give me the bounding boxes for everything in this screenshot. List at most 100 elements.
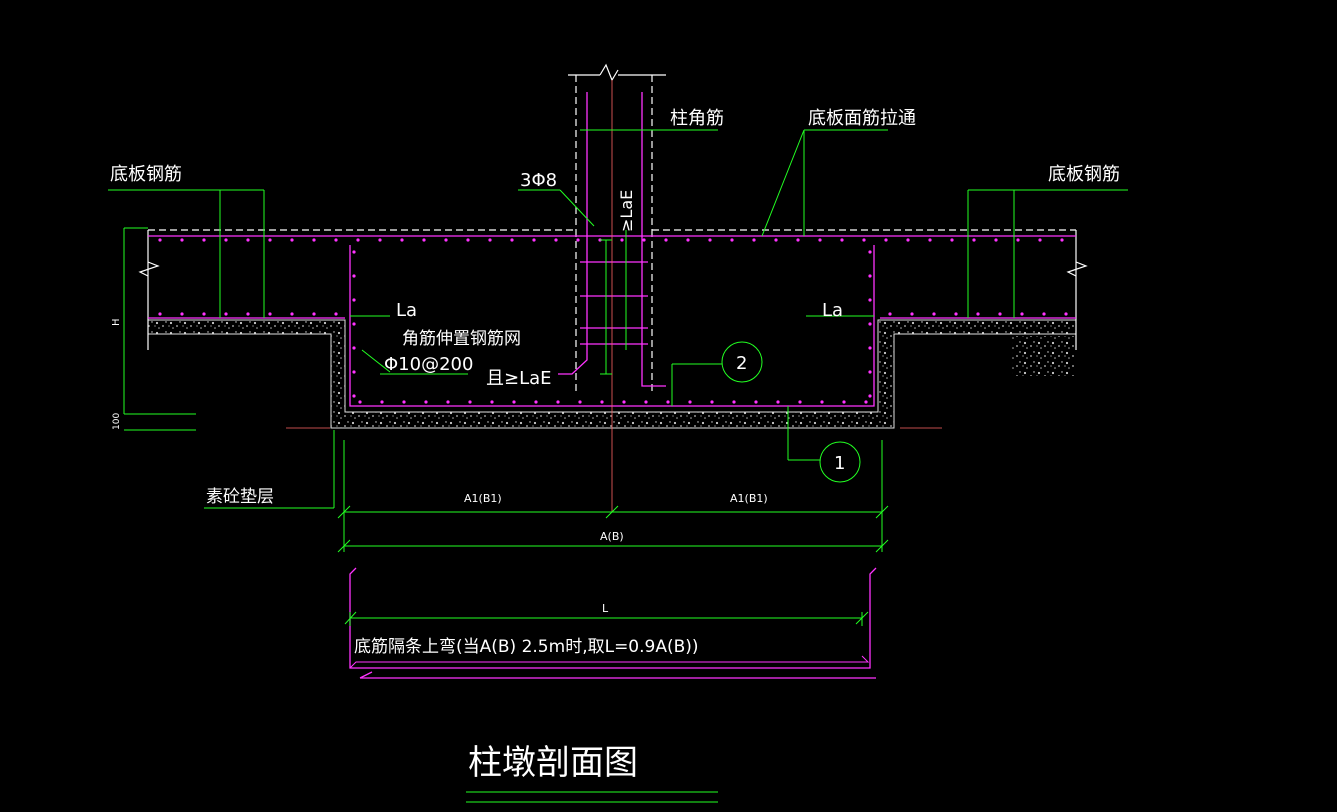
rebar-dot — [1064, 312, 1068, 316]
rebar-dot — [246, 238, 250, 242]
rebar-dot — [950, 238, 954, 242]
label-corner-mesh: 角筋伸置钢筋网 — [402, 329, 521, 349]
label-bottom-note: 底筋隔条上弯(当A(B) 2.5m时,取L=0.9A(B)) — [354, 637, 699, 657]
rebar-dot — [710, 400, 714, 404]
label-bottom-rebar-left: 底板钢筋 — [110, 164, 182, 185]
label-la-right: La — [822, 300, 843, 321]
rebar-dot — [402, 400, 406, 404]
rebar-dot — [380, 400, 384, 404]
rebar-dot — [642, 238, 646, 242]
rebar-dot — [752, 238, 756, 242]
rebar-dot — [868, 322, 872, 326]
rebar-dot — [334, 238, 338, 242]
label-column-corner-bar: 柱角筋 — [670, 108, 724, 129]
column-bar-right — [641, 92, 666, 387]
rebar-dot — [180, 312, 184, 316]
rebar-dot — [976, 312, 980, 316]
rebar-dot — [732, 400, 736, 404]
label-callout-1: 1 — [834, 453, 845, 474]
rebar-dot — [352, 322, 356, 326]
soil-hatch — [1012, 336, 1074, 376]
rebar-dot — [534, 400, 538, 404]
rebar-dot — [708, 238, 712, 242]
rebar-dot — [444, 238, 448, 242]
rebar-dot — [180, 238, 184, 242]
rebar-dot — [666, 400, 670, 404]
rebar-dot — [864, 400, 868, 404]
rebar-dot — [994, 238, 998, 242]
rebar-dot — [246, 312, 250, 316]
rebar-dot — [290, 312, 294, 316]
rebar-dot — [868, 250, 872, 254]
rebar-dot — [998, 312, 1002, 316]
rebar-dot — [352, 274, 356, 278]
label-lae-vertical: ≥LaE — [617, 190, 636, 232]
rebar-dot — [422, 238, 426, 242]
label-a-total: A(B) — [600, 530, 624, 543]
label-and-lae: 且≥LaE — [486, 368, 552, 389]
rebar-dot — [888, 312, 892, 316]
label-mesh-spec: Φ10@200 — [384, 354, 473, 375]
rebar-dot — [644, 400, 648, 404]
rebar-dot — [868, 370, 872, 374]
rebar-dot — [352, 370, 356, 374]
rebar-dot — [798, 400, 802, 404]
rebar-dot — [468, 400, 472, 404]
rebar-dots — [158, 238, 1068, 404]
label-l-dim: L — [602, 602, 609, 615]
rebar-dot — [224, 238, 228, 242]
rebar-dot — [884, 238, 888, 242]
rebar-dot — [356, 238, 360, 242]
drawing-title: 柱墩剖面图 — [468, 743, 638, 783]
rebar-dot — [554, 238, 558, 242]
rebar-dot — [158, 312, 162, 316]
label-cushion-dim: 100 — [112, 413, 122, 430]
rebar-dot — [400, 238, 404, 242]
rebar-dot — [840, 238, 844, 242]
label-plain-concrete: 素砼垫层 — [206, 487, 274, 507]
rebar-dot — [352, 250, 356, 254]
dimension-lines — [108, 129, 1128, 803]
concrete-cushion — [147, 319, 1077, 429]
l-bar-bracket — [349, 567, 877, 669]
rebar-dot — [490, 400, 494, 404]
rebar-dot — [290, 238, 294, 242]
rebar-dot — [600, 400, 604, 404]
rebar-dot — [862, 238, 866, 242]
rebar-dot — [664, 238, 668, 242]
label-callout-2: 2 — [736, 353, 747, 374]
rebar-dot — [556, 400, 560, 404]
rebar-dot — [796, 238, 800, 242]
rebar-dot — [312, 312, 316, 316]
rebar-dot — [512, 400, 516, 404]
rebar-dot — [1038, 238, 1042, 242]
rebar-dot — [358, 400, 362, 404]
rebar-dot — [424, 400, 428, 404]
rebar-dot — [202, 312, 206, 316]
rebar-dot — [466, 238, 470, 242]
rebar-dot — [532, 238, 536, 242]
rebar-dot — [378, 238, 382, 242]
rebar-dot — [1016, 238, 1020, 242]
label-a1-right: A1(B1) — [730, 492, 768, 505]
label-top-bar-through: 底板面筋拉通 — [808, 108, 916, 129]
rebar-dot — [754, 400, 758, 404]
rebar-dot — [776, 400, 780, 404]
rebar-dot — [622, 400, 626, 404]
labels: 底板钢筋 底板钢筋 柱角筋 底板面筋拉通 3Φ8 ≥LaE La La 角筋伸置… — [110, 108, 1120, 783]
rebar-dot — [268, 238, 272, 242]
rebar-dot — [352, 346, 356, 350]
rebar-dot — [578, 400, 582, 404]
rebar-dot — [910, 312, 914, 316]
centerlines — [286, 80, 942, 512]
rebar-dot — [688, 400, 692, 404]
rebar-dot — [868, 274, 872, 278]
rebar-dot — [312, 238, 316, 242]
rebar-dot — [774, 238, 778, 242]
rebar-dot — [576, 238, 580, 242]
rebar-dot — [488, 238, 492, 242]
label-la-left: La — [396, 300, 417, 321]
rebar-dot — [932, 312, 936, 316]
column-bar-left — [558, 92, 588, 375]
